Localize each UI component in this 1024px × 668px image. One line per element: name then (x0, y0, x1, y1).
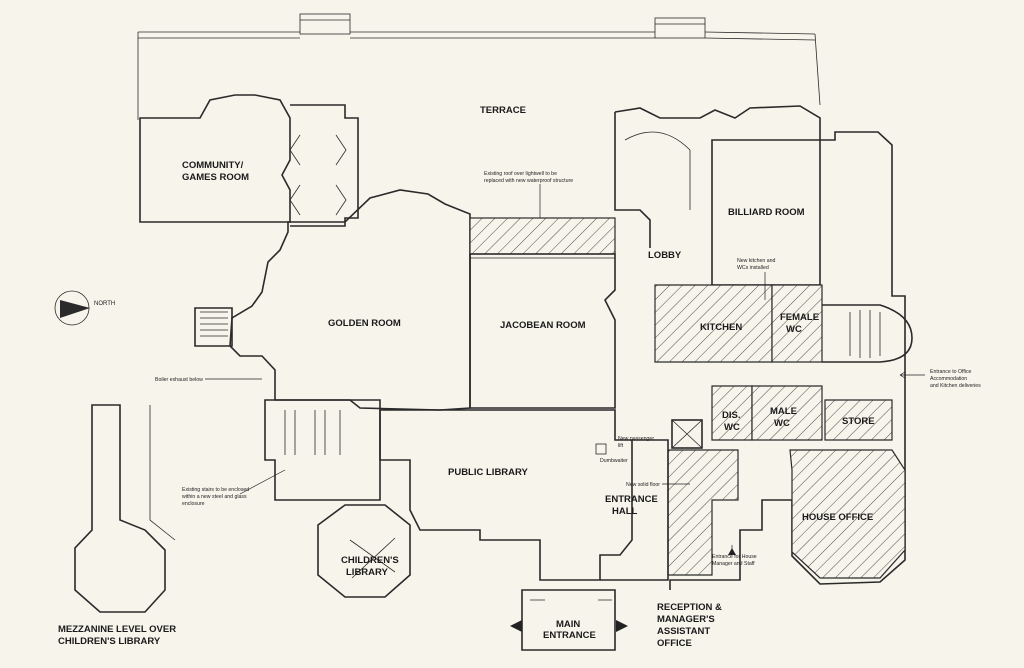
label-female-2: WC (786, 324, 802, 335)
label-reception-4: OFFICE (657, 638, 692, 649)
label-terrace: TERRACE (480, 105, 526, 116)
note-stairs-1: Existing stairs to be enclosed (182, 487, 249, 493)
note-kitchen-1: New kitchen and (737, 258, 775, 264)
note-stairs-3: enclosure (182, 501, 205, 507)
label-community-1: COMMUNITY/ (182, 160, 244, 171)
label-entrance-hall-2: HALL (612, 506, 638, 517)
label-billiard-room: BILLIARD ROOM (728, 207, 805, 218)
male-wc (751, 385, 823, 441)
east-wing (614, 105, 906, 590)
note-roof-1: Existing roof over lightwell to be (484, 171, 557, 177)
label-entrance-hall-1: ENTRANCE (605, 494, 658, 505)
public-library (379, 409, 633, 581)
community-games-room (139, 94, 359, 227)
note-boiler: Boiler exhaust below (155, 377, 203, 383)
label-female-1: FEMALE (780, 312, 819, 323)
dumbwaiter-shaft (595, 443, 607, 455)
store (824, 399, 893, 441)
entrance-area (521, 439, 669, 651)
label-childrens-library-2: LIBRARY (346, 567, 389, 578)
label-main-entrance-1: MAIN (556, 619, 580, 630)
label-reception-3: ASSISTANT (657, 626, 710, 637)
note-kitchen-2: WCs installed (737, 265, 769, 271)
note-office-entry-3: and Kitchen deliveries (930, 383, 981, 389)
label-golden-room: GOLDEN ROOM (328, 318, 401, 329)
note-floor: New solid floor (626, 482, 660, 488)
note-lift-1: New passenger (618, 436, 654, 442)
label-reception-2: MANAGER'S (657, 614, 715, 625)
note-stairs-2: within a new steel and glass (182, 494, 247, 500)
note-office-entry-1: Entrance to Office (930, 369, 972, 375)
label-mezzanine-2: CHILDREN'S LIBRARY (58, 636, 161, 647)
note-dumbwaiter: Dumbwaiter (600, 458, 628, 464)
label-jacobean-room: JACOBEAN ROOM (500, 320, 586, 331)
label-childrens-library-1: CHILDREN'S (341, 555, 399, 566)
stair-tower (822, 304, 913, 363)
label-main-entrance-2: ENTRANCE (543, 630, 596, 641)
label-store: STORE (842, 416, 875, 427)
note-staff-entry-1: Entrance for House (712, 554, 757, 560)
note-roof-2: replaced with new waterproof structure (484, 178, 573, 184)
entrance-arrow-right (616, 620, 628, 632)
label-dis-1: DIS. (722, 410, 740, 421)
label-kitchen: KITCHEN (700, 322, 742, 333)
label-dis-2: WC (724, 422, 740, 433)
passenger-lift (671, 419, 703, 449)
childrens-library (317, 504, 411, 598)
north-label: NORTH (94, 301, 115, 307)
note-lift-2: lift (618, 443, 624, 449)
label-male-2: WC (774, 418, 790, 429)
north-arrow: NORTH (54, 290, 115, 326)
house-office (789, 449, 906, 579)
label-mezzanine-1: MEZZANINE LEVEL OVER (58, 624, 176, 635)
label-male-1: MALE (770, 406, 797, 417)
label-reception-1: RECEPTION & (657, 602, 722, 613)
note-staff-entry-2: Manager and Staff (712, 561, 755, 567)
terrace-boundary (137, 13, 821, 120)
label-house-office: HOUSE OFFICE (802, 512, 873, 523)
label-public-library: PUBLIC LIBRARY (448, 467, 529, 478)
lightwell-roof (469, 217, 616, 255)
jacobean-room (469, 253, 616, 409)
golden-room (194, 189, 471, 411)
label-lobby: LOBBY (648, 250, 682, 261)
note-office-entry-2: Accommodation (930, 376, 967, 382)
mezzanine-plan (74, 404, 176, 613)
label-community-2: GAMES ROOM (182, 172, 249, 183)
entrance-arrow-left (510, 620, 522, 632)
stair-enclosure (264, 399, 381, 501)
